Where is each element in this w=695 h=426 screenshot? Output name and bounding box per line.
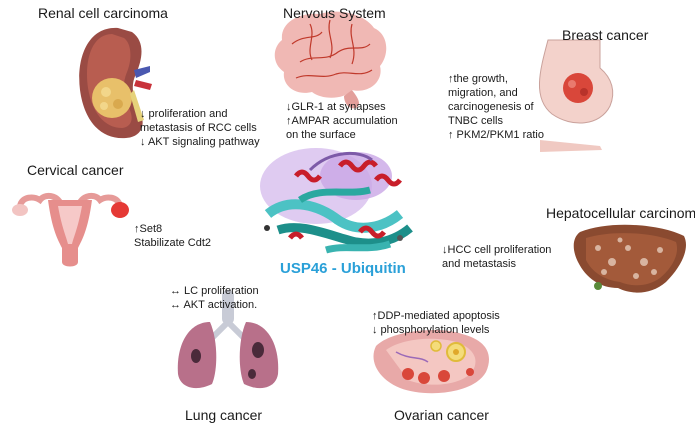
- breast-line: ↑ PKM2/PKM1 ratio: [448, 129, 544, 141]
- nervous-line: on the surface: [286, 129, 356, 141]
- cervical-notes: ↑Set8 Stabilizate Cdt2: [134, 222, 211, 250]
- breast-line: carcinogenesis of: [448, 101, 534, 113]
- hepato-line: and metastasis: [442, 258, 516, 270]
- liver-icon: [573, 224, 686, 293]
- nervous-title: Nervous System: [283, 5, 386, 21]
- nervous-notes: ↓GLR-1 at synapses ↑AMPAR accumulation o…: [286, 100, 398, 142]
- uterus-icon: [12, 192, 129, 267]
- renal-notes: ↓ proliferation and metastasis of RCC ce…: [140, 107, 260, 149]
- ovarian-title: Ovarian cancer: [394, 407, 489, 423]
- kidney-icon: [79, 27, 152, 139]
- ovarian-notes: ↑DDP-mediated apoptosis ↓ phosphorylatio…: [372, 309, 500, 337]
- brain-icon: [274, 11, 387, 109]
- renal-line: ↓ proliferation and: [140, 108, 228, 120]
- lungs-icon: [177, 290, 279, 389]
- renal-line: metastasis of RCC cells: [140, 122, 257, 134]
- hepato-line: ↓HCC cell proliferation: [442, 244, 552, 256]
- breast-icon: [539, 39, 614, 152]
- lung-notes: ↔ LC proliferation ↔ AKT activation.: [170, 284, 259, 312]
- ovary-icon: [373, 330, 489, 394]
- nervous-line: ↑AMPAR accumulation: [286, 115, 398, 127]
- breast-notes: ↑the growth, migration, and carcinogenes…: [448, 72, 544, 142]
- breast-line: ↑the growth,: [448, 73, 508, 85]
- lung-title: Lung cancer: [185, 407, 263, 423]
- nervous-line: ↓GLR-1 at synapses: [286, 101, 386, 113]
- cervical-line: ↑Set8: [134, 223, 163, 235]
- lung-line: ↔ LC proliferation: [170, 285, 259, 297]
- breast-title: Breast cancer: [562, 27, 649, 43]
- hepato-notes: ↓HCC cell proliferation and metastasis: [442, 243, 551, 271]
- cervical-title: Cervical cancer: [27, 162, 124, 178]
- lung-line: ↔ AKT activation.: [170, 299, 258, 311]
- ovarian-line: ↑DDP-mediated apoptosis: [372, 310, 500, 322]
- renal-line: ↓ AKT signaling pathway: [140, 136, 260, 148]
- breast-line: TNBC cells: [448, 115, 504, 127]
- ovarian-line: ↓ phosphorylation levels: [372, 324, 490, 336]
- breast-line: migration, and: [448, 87, 518, 99]
- center-label: USP46 - Ubiquitin: [280, 260, 406, 277]
- renal-title: Renal cell carcinoma: [38, 5, 168, 21]
- cervical-line: Stabilizate Cdt2: [134, 237, 212, 249]
- hepato-title: Hepatocellular carcinoma: [546, 205, 695, 221]
- protein-structure-icon: [260, 148, 413, 254]
